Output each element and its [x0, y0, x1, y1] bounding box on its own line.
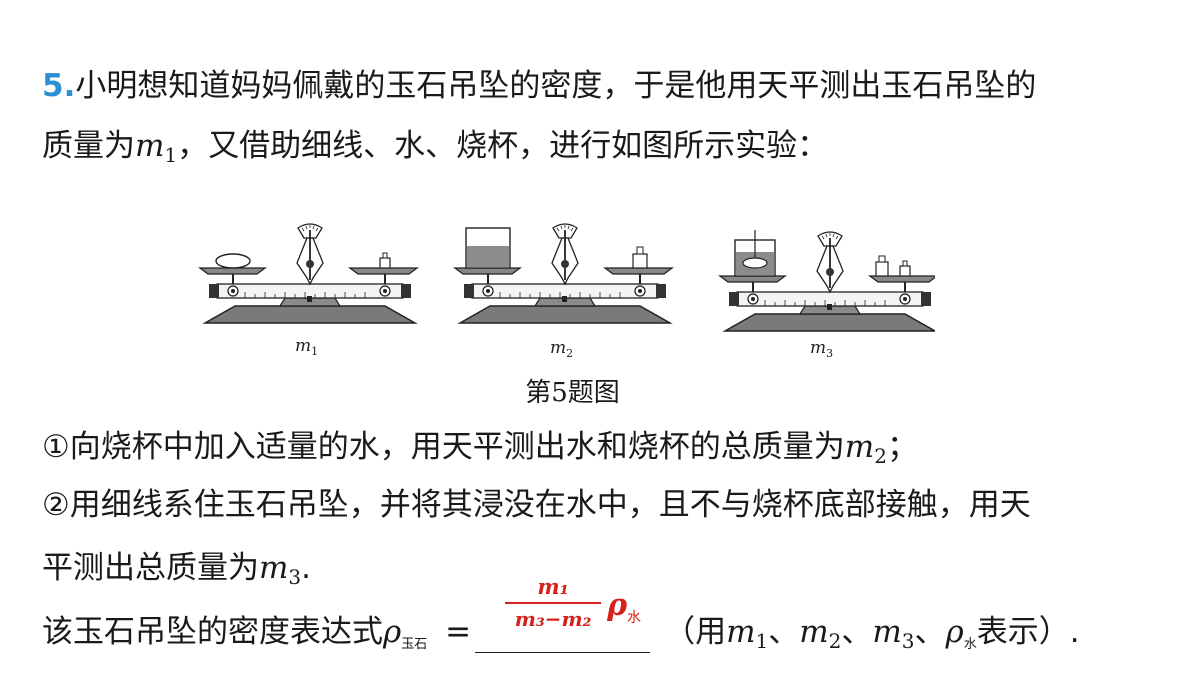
balance-figure: m1 m2 m3 [199, 223, 935, 360]
question-number: 5. [42, 68, 76, 104]
rho-jade: ρ玉石 [383, 614, 428, 652]
step-1: ①向烧杯中加入适量的水，用天平测出水和烧杯的总质量为m2； [42, 429, 918, 468]
expression-line: 该玉石吊坠的密度表达式ρ玉石 = m₁ m₃−m₂ ρ水 （用m1、m2、m3、… [42, 574, 1080, 653]
weight [632, 253, 648, 269]
question-text-2a: 质量为 [42, 128, 135, 164]
jade-pendant [742, 257, 768, 269]
weight [899, 265, 911, 277]
answer-fraction: m₁ m₃−m₂ [505, 572, 602, 634]
balance-panel-3: m3 [719, 230, 935, 360]
question-text-2b: ，又借助细线、水、烧杯，进行如图所示实验： [177, 128, 829, 164]
panel-label-3: m3 [810, 338, 833, 360]
jade-pendant [215, 253, 251, 269]
question-line-1: 5.小明想知道妈妈佩戴的玉石吊坠的密度，于是他用天平测出玉石吊坠的 [42, 66, 1036, 106]
panel-label-1: m1 [295, 336, 318, 358]
weight [875, 261, 889, 277]
water [467, 246, 509, 267]
balance-panel-1: m1 [199, 223, 418, 358]
balance-panel-2: m2 [454, 223, 673, 360]
answer-blank: m₁ m₃−m₂ ρ水 [475, 574, 651, 653]
question-text-1: 小明想知道妈妈佩戴的玉石吊坠的密度，于是他用天平测出玉石吊坠的 [75, 68, 1037, 104]
weight [379, 257, 391, 269]
var-m2: m2 [844, 429, 887, 468]
rho-water: ρ水 [945, 614, 977, 652]
step-2: ②用细线系住玉石吊坠，并将其浸没在水中，且不与烧杯底部接触，用天 [42, 487, 1031, 523]
var-m1: m1 [135, 128, 178, 167]
answer-denominator: m₃−m₂ [514, 607, 592, 631]
figure-caption: 第5题图 [525, 378, 620, 408]
step-3: 平测出总质量为m3. [42, 550, 311, 589]
answer-rho-water: ρ水 [607, 588, 642, 626]
question-line-2: 质量为m1，又借助细线、水、烧杯，进行如图所示实验： [42, 126, 828, 175]
var-m3: m3 [259, 550, 302, 589]
answer-numerator: m₁ [537, 574, 569, 599]
panel-label-2: m2 [550, 338, 573, 360]
